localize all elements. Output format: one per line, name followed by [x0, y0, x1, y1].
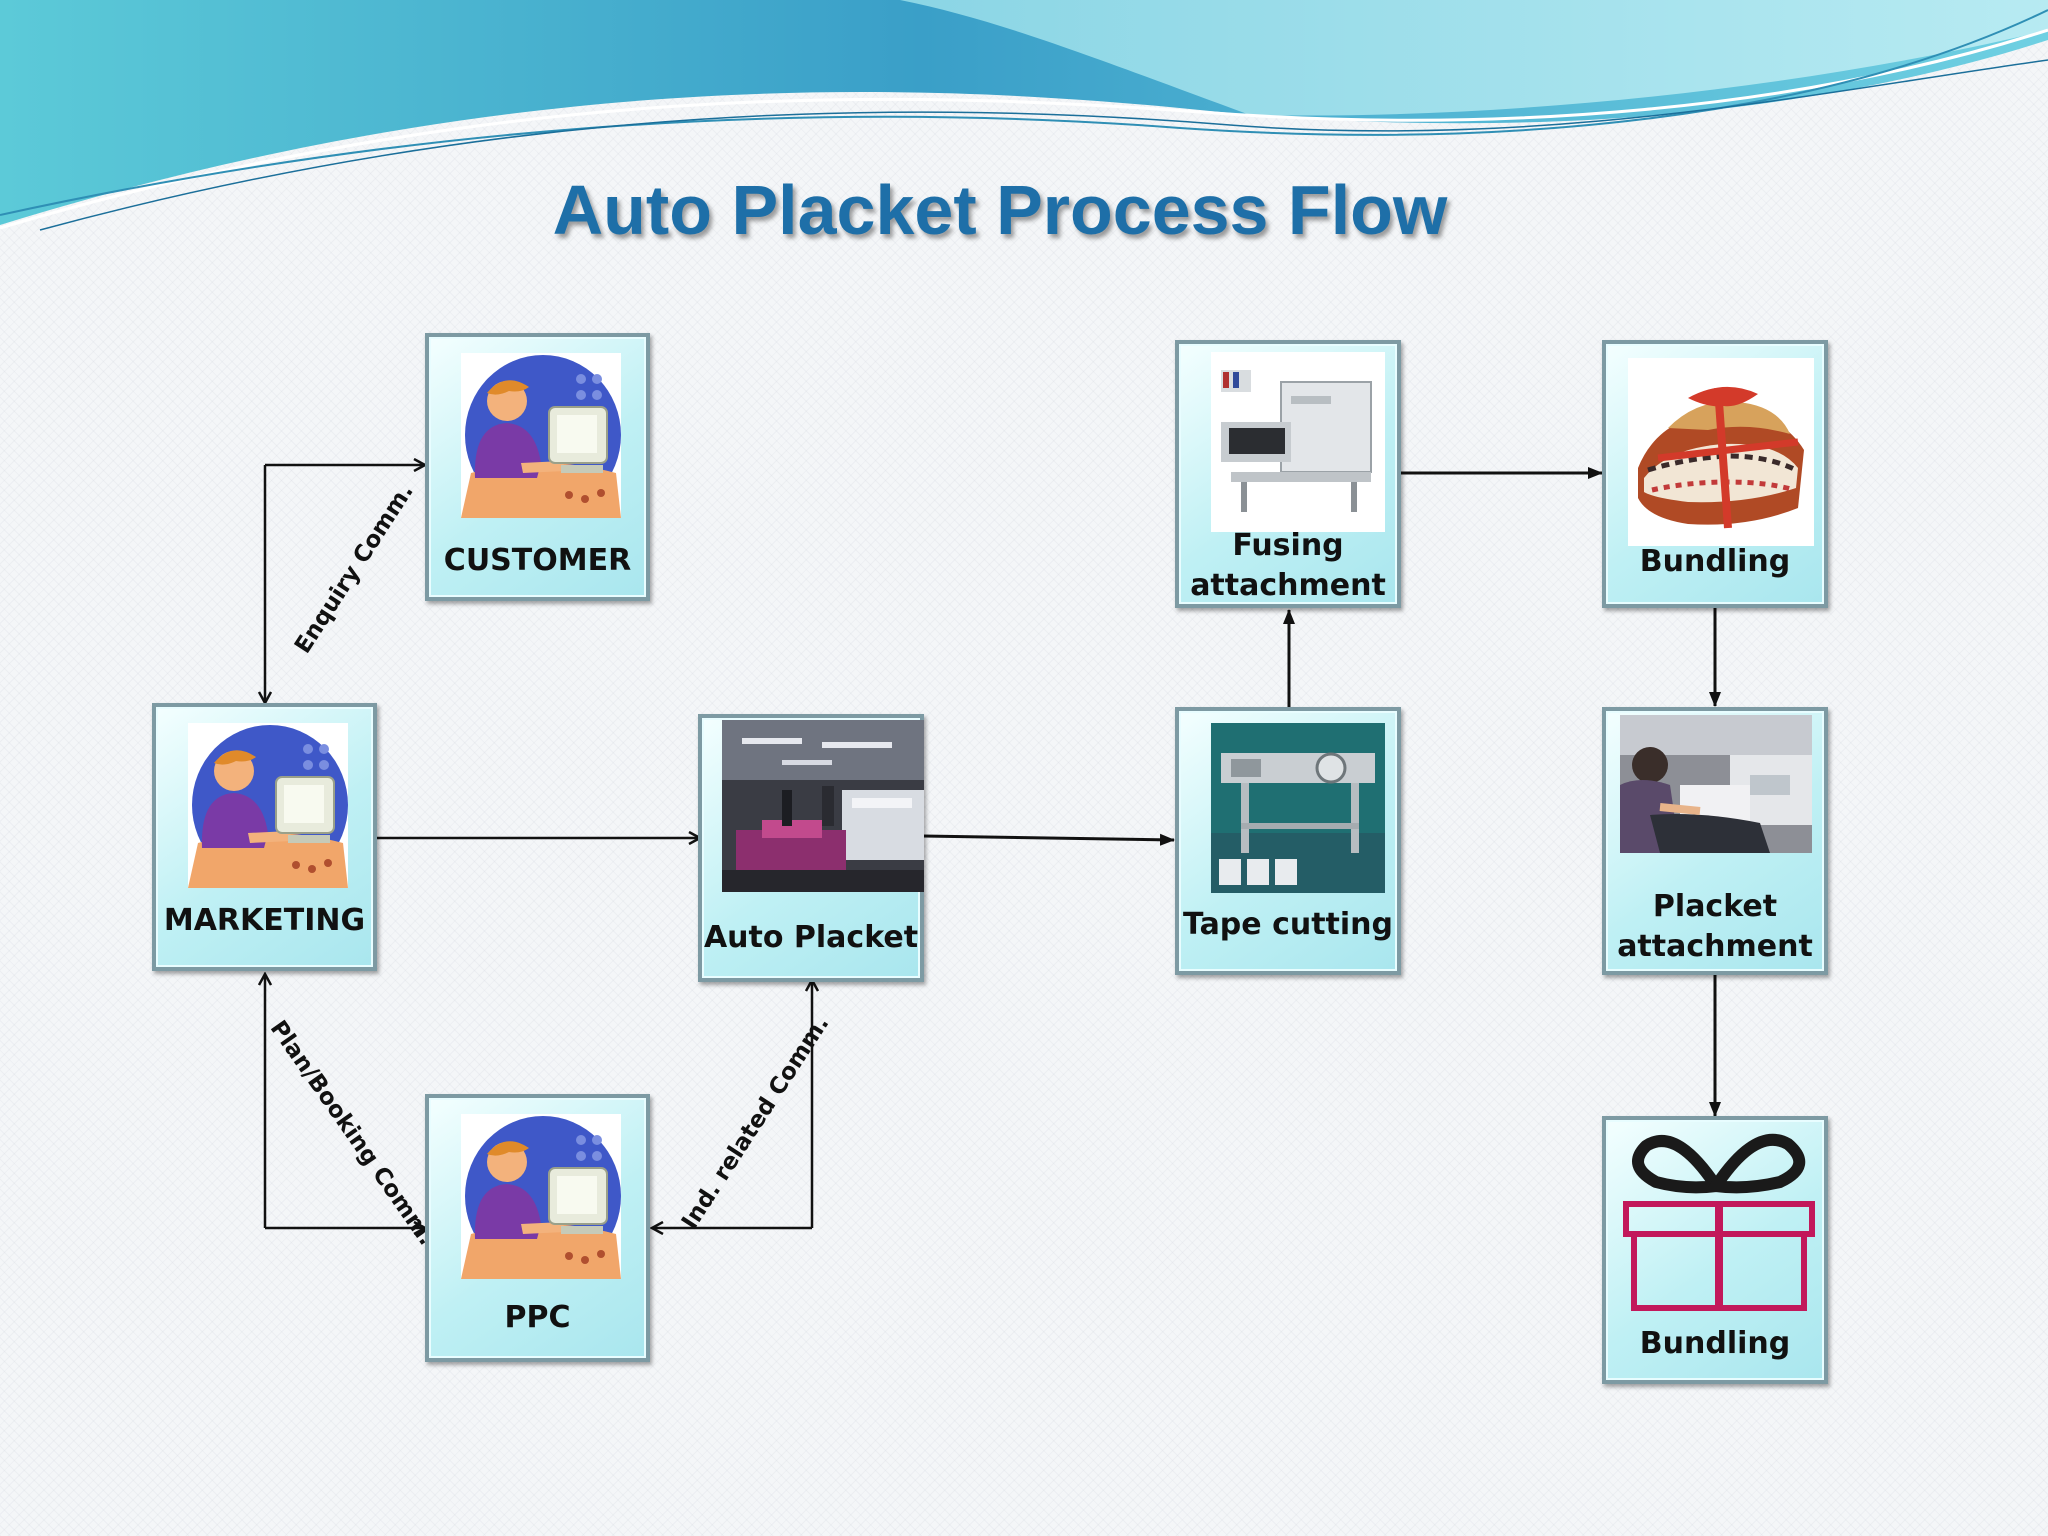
node-fusing-attachment: Fusing attachment — [1175, 340, 1401, 608]
node-tape-cutting: Tape cutting — [1175, 707, 1401, 975]
node-label: attachment — [1190, 568, 1386, 603]
tape-cutting-machine-photo — [1211, 723, 1385, 893]
node-auto-placket: Auto Placket — [698, 714, 924, 982]
person-computer-icon — [461, 353, 621, 518]
page-title: Auto Placket Process Flow — [552, 171, 1448, 249]
node-label: MARKETING — [163, 903, 366, 938]
person-computer-icon — [188, 723, 348, 888]
factory-floor-photo — [722, 720, 924, 892]
node-bundling-top: Bundling — [1602, 340, 1828, 608]
node-label: attachment — [1617, 929, 1813, 964]
node-placket-attachment: Placket attachment — [1602, 707, 1828, 975]
node-marketing: MARKETING — [152, 703, 377, 971]
node-label: Placket — [1652, 889, 1778, 924]
gift-box-icon — [1616, 1126, 1822, 1316]
fusing-machine-photo — [1211, 352, 1385, 532]
node-ppc: PPC — [425, 1094, 650, 1362]
wave-banner — [0, 0, 2048, 231]
node-label: CUSTOMER — [443, 543, 632, 578]
person-computer-icon — [461, 1114, 621, 1279]
node-label: Fusing — [1232, 528, 1344, 563]
node-customer: CUSTOMER — [425, 333, 650, 601]
node-label: PPC — [504, 1300, 571, 1335]
sewing-operator-photo — [1620, 715, 1812, 853]
node-label: Bundling — [1639, 1326, 1791, 1361]
node-label: Bundling — [1639, 544, 1791, 579]
node-bundling-bottom: Bundling — [1602, 1116, 1828, 1384]
fabric-bundle-photo — [1628, 358, 1814, 546]
node-label: Auto Placket — [703, 920, 919, 955]
node-label: Tape cutting — [1182, 907, 1394, 942]
